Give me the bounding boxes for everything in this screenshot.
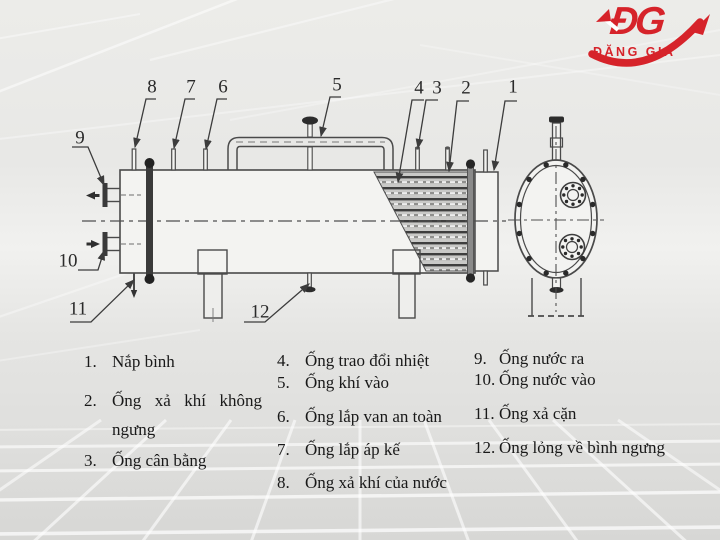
- legend-item-number: 6.: [277, 406, 290, 426]
- legend-item-text: Nắp bình: [112, 352, 175, 371]
- legend-item-number: 11.: [474, 404, 495, 423]
- legend-item: 10.Ống nước vào: [474, 369, 700, 390]
- callout-10: 10: [58, 250, 78, 272]
- callout-9: 9: [75, 127, 85, 149]
- legend-item: 11.Ống xả cặn: [474, 403, 700, 424]
- legend-item-text: Ống cân bằng: [112, 450, 207, 470]
- legend-item-number: 5.: [277, 373, 290, 393]
- legend-item-number: 1.: [84, 352, 97, 371]
- lower-port: [558, 233, 586, 261]
- flow-out-arrow-icon: [86, 191, 100, 200]
- condensate-return-nozzle: [303, 272, 316, 293]
- legend-item-text: Ống lắp áp kế: [305, 439, 400, 459]
- legend-item-text: Ống nước ra: [499, 349, 585, 368]
- legend-item-number: 2.: [84, 391, 97, 411]
- left-flange: [144, 158, 155, 284]
- water-out-nozzle: [86, 183, 141, 207]
- upper-port: [559, 181, 587, 209]
- callout-11: 11: [68, 298, 88, 320]
- end-view-support: [528, 278, 586, 317]
- legend-item: 12.Ống lỏng về bình ngưng: [474, 437, 700, 458]
- legend-item-number: 12.: [474, 437, 496, 457]
- callout-4: 4: [414, 77, 424, 99]
- legend-item: 6. Ống lắp van an toàn: [277, 406, 469, 427]
- legend-item: 8. Ống xả khí của nước: [277, 472, 469, 493]
- legend-item: 4. Ống trao đổi nhiệt: [277, 350, 469, 371]
- legend-item-number: 9.: [474, 349, 487, 368]
- water-in-nozzle: [86, 232, 141, 256]
- legend-item-number: 10.: [474, 370, 496, 390]
- legend-item-text: Ống nước vào: [499, 370, 596, 390]
- floor-grid: [0, 418, 720, 540]
- callout-7: 7: [186, 76, 196, 98]
- legend-item-number: 3.: [84, 450, 97, 470]
- legend-item-text: Ống trao đổi nhiệt: [305, 351, 430, 370]
- legend-item-text: Ống lắp van an toàn: [305, 406, 442, 426]
- callout-2: 2: [461, 77, 471, 99]
- callout-5: 5: [332, 74, 342, 96]
- ceiling-streaks: [0, 0, 720, 362]
- right-flange: [465, 159, 476, 283]
- legend-item: 3. Ống cân bằng: [84, 450, 262, 471]
- flange-bolts: [516, 162, 596, 276]
- dang-gia-logo: ĐG ĐẶNG GIA: [584, 0, 714, 72]
- legend-item-text: Ống xả khí của nước: [305, 473, 447, 492]
- legend-item-text: Ống lỏng về bình ngưng: [499, 437, 665, 457]
- legend-item-text: Ống xả cặn: [499, 404, 577, 423]
- leader-lines: [70, 96, 517, 323]
- drain-nozzle: [130, 273, 138, 298]
- vessel-front-view: [82, 169, 506, 274]
- legend-item-number: 4.: [277, 351, 290, 370]
- legend-item: 5. Ống khí vào: [277, 372, 469, 393]
- top-nozzles: [131, 146, 488, 173]
- flow-in-arrow-icon: [86, 240, 100, 248]
- legend-item-number: 8.: [277, 473, 290, 492]
- callout-12: 12: [250, 301, 270, 323]
- callout-3: 3: [432, 77, 442, 99]
- cap-bottom-stub: [483, 270, 488, 286]
- logo-name: ĐẶNG GIA: [593, 45, 676, 59]
- legend-column-1: 1. Nắp bình 2. Ống xả khí không ngưng 3. Ống …: [84, 351, 262, 483]
- vent-fitting: [302, 116, 318, 171]
- legend-item: 7. Ống lắp áp kế: [277, 439, 469, 460]
- callout-6: 6: [218, 76, 228, 98]
- legend-item-text: Ống xả khí không ngưng: [112, 391, 262, 440]
- support-legs: [197, 249, 421, 322]
- legend-column-2: 4. Ống trao đổi nhiệt 5. Ống khí vào 6. Ống l…: [277, 350, 469, 505]
- legend-item: 9. Ống nước ra: [474, 348, 700, 369]
- callout-8: 8: [147, 76, 157, 98]
- logo-swoosh: [588, 14, 710, 67]
- callout-1: 1: [508, 76, 518, 98]
- legend-item-text: Ống khí vào: [305, 373, 390, 393]
- legend-item: 2. Ống xả khí không ngưng: [84, 386, 262, 444]
- legend-item-number: 7.: [277, 439, 290, 459]
- legend-item: 1. Nắp bình: [84, 351, 262, 372]
- end-view: [508, 116, 604, 312]
- logo-arrow-icon: [596, 9, 620, 32]
